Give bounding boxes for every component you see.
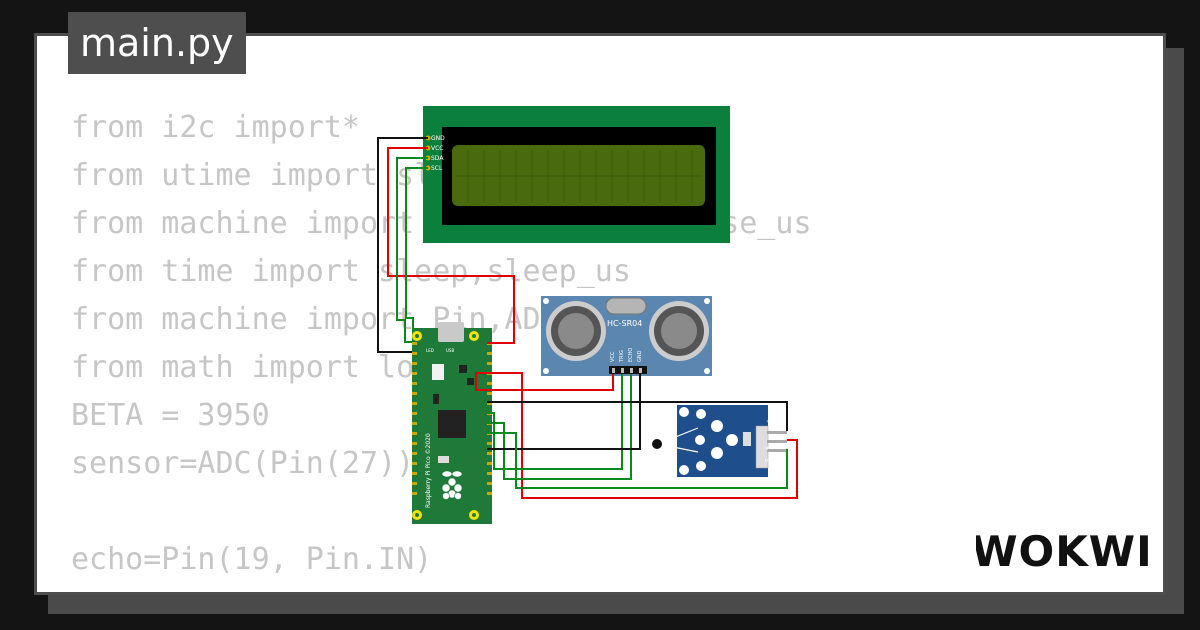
wire-green — [487, 374, 623, 470]
wire-black — [377, 137, 428, 353]
ultrasonic-pin-label: ECHO — [628, 348, 634, 362]
ultrasonic-sensor[interactable]: HC-SR04 VCC TRIG ECHO GND — [541, 296, 712, 376]
raspberry-pi-pico[interactable]: USB LED Raspberry Pi Pico ©2020 — [412, 322, 492, 524]
file-tab[interactable]: main.py — [68, 12, 246, 74]
lcd-pin-label: VCC — [431, 145, 443, 152]
lcd-pin-label: SDA — [431, 155, 444, 162]
ultrasonic-pin-label: TRIG — [619, 350, 625, 363]
ultrasonic-pin-label: VCC — [610, 351, 616, 362]
code-line: sensor=ADC(Pin(27)) — [71, 446, 415, 481]
lcd-pin-label: SCL — [431, 165, 443, 172]
code-line: from utime import sleep — [71, 158, 487, 193]
wire-red — [475, 372, 798, 499]
wire-green — [405, 167, 428, 332]
ultrasonic-model-label: HC-SR04 — [607, 319, 642, 328]
ntc-pin-label: - — [763, 420, 771, 423]
wire-green — [396, 157, 428, 343]
code-line: echo=Pin(19, Pin.IN) — [71, 542, 433, 577]
wire-black — [487, 374, 641, 450]
code-line: from i2c import* — [71, 110, 360, 145]
pico-led-label: LED — [426, 348, 434, 353]
code-line: from math import log — [71, 350, 433, 385]
wire-black — [487, 401, 788, 431]
raspberry-logo-icon — [441, 470, 463, 500]
ntc-temperature-sensor[interactable]: - + S — [652, 405, 787, 477]
ntc-pin-label: S — [763, 458, 771, 463]
wire-green — [487, 432, 788, 489]
wire-green — [487, 374, 632, 480]
pico-usb-label: USB — [446, 348, 454, 353]
wires — [377, 137, 798, 499]
ntc-pin-label: + — [763, 445, 771, 451]
code-line: BETA = 3950 — [71, 398, 270, 433]
wokwi-logo: WOKWI — [976, 527, 1150, 574]
code-line: from time import sleep,sleep_us — [71, 254, 631, 289]
lcd-pin-label: GND — [431, 135, 445, 142]
ultrasonic-pin-label: GND — [637, 350, 643, 362]
lcd-display[interactable]: GND VCC SDA SCL — [423, 106, 730, 243]
thermistor-icon — [652, 439, 662, 449]
logo-text: WOKWI — [976, 527, 1150, 574]
pico-board-text: Raspberry Pi Pico ©2020 — [425, 433, 432, 508]
code-line: trigger=Pin(20, Pin.OUT) — [71, 584, 812, 592]
wire-red — [387, 147, 515, 344]
